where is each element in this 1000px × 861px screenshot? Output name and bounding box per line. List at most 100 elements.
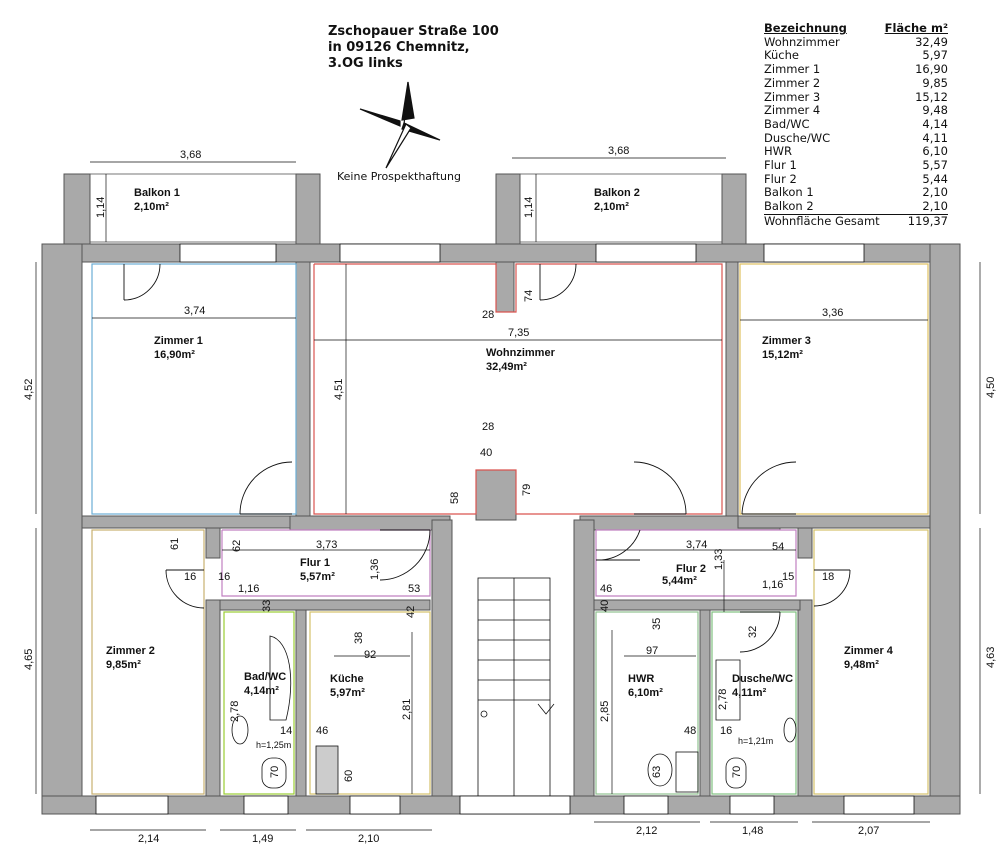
legend-area: 15,12 — [915, 89, 948, 104]
doors — [123, 263, 851, 653]
dim-label: 3,68 — [180, 149, 201, 161]
bad-name: Bad/WC — [244, 671, 286, 683]
balkon2-outline — [519, 173, 723, 243]
dim-label: 28 — [482, 309, 494, 321]
dim-label: 1,33 — [713, 549, 725, 570]
legend-name: Küche — [764, 48, 799, 63]
flur1-name: Flur 1 — [300, 557, 330, 569]
hwr-box — [675, 751, 699, 793]
legend-name: Zimmer 3 — [764, 89, 821, 104]
dim-label: 54 — [772, 541, 784, 553]
dim-label: 1,49 — [252, 833, 273, 845]
dim-label: 3,68 — [608, 145, 629, 157]
dim-label: 70 — [269, 766, 281, 778]
dim-label: 62 — [231, 540, 243, 552]
toilet-dusche — [725, 757, 747, 789]
legend-area: 5,44 — [922, 171, 948, 186]
wohnzimmer-outline — [313, 263, 723, 515]
fixtures — [231, 635, 797, 795]
staircase — [477, 577, 555, 797]
dim-label: 4,50 — [985, 377, 997, 398]
legend-area: 16,90 — [915, 62, 948, 77]
dim-label: 60 — [343, 770, 355, 782]
dim-label: 18 — [822, 571, 834, 583]
dim-label: 92 — [364, 649, 376, 661]
zimmer3-name: Zimmer 3 — [762, 335, 811, 347]
dim-label: 40 — [480, 447, 492, 459]
sink-dusche — [783, 717, 797, 743]
dim-label: 2,78 — [229, 701, 241, 722]
dim-label: 40 — [599, 600, 611, 612]
dim-label: 32 — [747, 626, 759, 638]
dim-label: 4,52 — [23, 379, 35, 400]
legend-name: Flur 2 — [764, 171, 797, 186]
dim-label: 58 — [449, 492, 461, 504]
hwr-round — [647, 753, 673, 787]
dim-label: 15 — [782, 571, 794, 583]
address-floor: 3.OG links — [328, 56, 403, 71]
dim-label: 35 — [651, 618, 663, 630]
balkon1-outline — [89, 173, 297, 243]
dim-label: 3,73 — [316, 539, 337, 551]
windows — [95, 243, 915, 815]
legend-row: Küche 5,97 — [764, 49, 948, 63]
legend-row: Zimmer 3 15,12 — [764, 89, 948, 105]
zimmer4-name: Zimmer 4 — [844, 645, 894, 657]
shower-tray — [715, 659, 741, 721]
flur1-outline — [221, 529, 431, 597]
legend-col-name: Bezeichnung — [764, 21, 847, 35]
dim-label: 1,14 — [95, 197, 107, 218]
kueche-name: Küche — [330, 673, 364, 685]
hwr-area: 6,10m² — [628, 687, 663, 699]
dim-label: 1,36 — [369, 559, 381, 580]
dim-label: 2,78 — [717, 689, 729, 710]
dim-label: 28 — [482, 421, 494, 433]
dim-label: 79 — [521, 484, 533, 496]
legend-area: 4,14 — [922, 116, 948, 131]
hwr-name: HWR — [628, 673, 654, 685]
kitchen-block — [315, 745, 339, 795]
balkon1-name: Balkon 1 — [134, 187, 180, 199]
dim-label: h=1,21m — [738, 736, 773, 746]
legend-name: Wohnzimmer — [764, 34, 840, 49]
dim-label: 16 — [184, 571, 196, 583]
legend-name: Flur 1 — [764, 158, 797, 173]
wohnzimmer-name: Wohnzimmer — [486, 347, 556, 359]
dim-label: 33 — [261, 600, 273, 612]
legend-name: Zimmer 2 — [764, 75, 821, 90]
kueche-outline — [309, 611, 431, 795]
dim-label: 1,16 — [238, 583, 259, 595]
legend-name: Dusche/WC — [764, 130, 831, 145]
dim-label: 2,12 — [636, 825, 657, 837]
legend-area: 5,97 — [922, 48, 948, 63]
legend-name: Balkon 2 — [764, 199, 814, 214]
walls — [41, 173, 961, 815]
wohnzimmer-area: 32,49m² — [486, 361, 527, 373]
dim-label: 42 — [405, 606, 417, 618]
balkon2-area: 2,10m² — [594, 201, 629, 213]
dusche-area: 4,11m² — [732, 687, 767, 699]
flur2-area: 5,44m² — [662, 575, 697, 587]
address-city: in 09126 Chemnitz, — [328, 40, 470, 55]
zimmer4-area: 9,48m² — [844, 659, 879, 671]
legend-name: Balkon 1 — [764, 185, 814, 200]
dim-label: 97 — [646, 645, 658, 657]
dim-label: 2,85 — [599, 701, 611, 722]
sink-bad — [231, 715, 249, 745]
dim-label: 16 — [218, 571, 230, 583]
bathtub — [269, 635, 292, 721]
flur2-name: Flur 2 — [676, 563, 706, 575]
legend-name: Zimmer 1 — [764, 62, 821, 77]
balkon1-area: 2,10m² — [134, 201, 169, 213]
zimmer3-outline — [739, 263, 929, 515]
zimmer1-name: Zimmer 1 — [154, 335, 203, 347]
legend-name: HWR — [764, 144, 793, 159]
legend-name: Zimmer 4 — [764, 103, 821, 118]
